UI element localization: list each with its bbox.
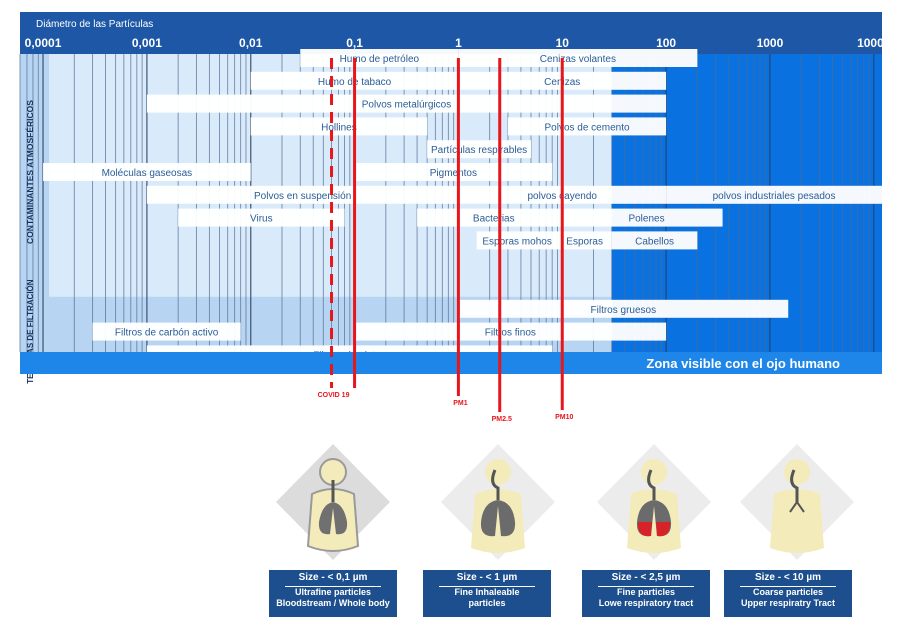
card-line: Fine Inhaleable: [454, 587, 520, 597]
bar-label: Filtros gruesos: [591, 305, 657, 316]
bottom-band: [20, 352, 882, 374]
range-bar: [43, 163, 251, 181]
card-coarse: Size - < 10 µm Coarse particles Upper re…: [724, 567, 852, 617]
group-label: CONTAMINANTES ATMOSFÉRICOS: [25, 100, 35, 244]
group-label: TECNICAS DE FILTRACIÓN: [26, 279, 35, 384]
card-line: Lowe respiratory tract: [598, 598, 694, 608]
range-bar: [354, 163, 553, 181]
bar-label: Cabellos: [635, 236, 674, 247]
marker-label: PM10: [555, 414, 573, 421]
card-size: Size - < 10 µm: [740, 570, 836, 587]
range-bar: [557, 231, 612, 250]
bar-label: Polvos en suspensión: [254, 191, 351, 202]
bar-label: Moléculas gaseosas: [102, 168, 193, 179]
card-fine-inhaleable: Size - < 1 µm Fine Inhaleable particles: [423, 567, 551, 617]
x-tick-label: 0,001: [132, 36, 162, 50]
range-bar: [611, 231, 698, 250]
bar-label: Bacterias: [473, 214, 515, 225]
chart-title: Diámetro de las Partículas: [36, 19, 153, 30]
visible-zone-label: Zona visible con el ojo humano: [646, 356, 840, 371]
bar-label: Filtros finos: [485, 328, 536, 339]
x-tick-label: 1: [455, 36, 462, 50]
bar-label: Virus: [250, 214, 273, 225]
range-bar: [458, 49, 698, 67]
bar-label: Hollines: [321, 122, 357, 133]
bar-label: Filtros de carbón activo: [115, 328, 219, 339]
card-size: Size - < 2,5 µm: [598, 570, 694, 587]
x-tick-label: 1000: [757, 36, 784, 50]
card-size: Size - < 1 µm: [439, 570, 535, 587]
chart-header: [20, 12, 882, 54]
card-line: Bloodstream / Whole body: [276, 598, 390, 608]
x-tick-label: 0,0001: [25, 36, 62, 50]
card-line: Coarse particles: [752, 587, 824, 597]
bar-label: Partículas respirables: [431, 145, 527, 156]
marker-label: PM1: [453, 400, 468, 407]
range-bar: [417, 208, 571, 227]
x-tick-label: 10000: [857, 36, 891, 50]
particle-size-chart: Diámetro de las Partículas 0,0001 0,001 0,0…: [19, 12, 891, 423]
lungs-icon: [437, 440, 559, 564]
range-bar: [427, 140, 531, 159]
range-bar: [146, 185, 459, 204]
card-line: Ultrafine particles: [294, 587, 372, 597]
bar-label: Polenes: [628, 214, 664, 225]
bar-label: Polvos de cemento: [544, 122, 629, 133]
card-line: Fine particles: [616, 587, 676, 597]
range-bar: [178, 208, 345, 227]
card-fine-particles: Size - < 2,5 µm Fine particles Lowe resp…: [582, 567, 710, 617]
range-bar: [570, 208, 723, 227]
bar-label: Esporas mohos: [482, 236, 551, 247]
range-bar: [507, 117, 667, 136]
group-label-column: [20, 54, 50, 352]
card-size: Size - < 0,1 µm: [285, 570, 381, 587]
x-tick-label: 0,01: [239, 36, 263, 50]
range-bar: [300, 49, 459, 67]
card-line: particles: [468, 598, 506, 608]
range-bar: [476, 231, 558, 250]
range-bar: [250, 117, 428, 136]
marker-label: COVID 19: [318, 392, 350, 399]
x-tick-label: 10: [556, 36, 570, 50]
bar-label: Polvos metalúrgicos: [362, 100, 451, 111]
x-tick-label: 0,1: [346, 36, 363, 50]
x-tick-label: 100: [656, 36, 676, 50]
card-line: Upper respiratry Tract: [740, 598, 836, 608]
range-bar: [458, 299, 789, 318]
bar-label: Cenizas volantes: [540, 54, 616, 65]
marker-label: PM2.5: [492, 416, 512, 423]
range-bar: [666, 185, 882, 204]
card-ultrafine: Size - < 0,1 µm Ultrafine particles Bloo…: [269, 567, 397, 617]
body-silhouette-icon: [272, 440, 394, 564]
bar-label: polvos industriales pesados: [713, 191, 836, 202]
range-bar: [92, 322, 241, 341]
range-bar: [354, 322, 667, 341]
bar-label: Esporas: [566, 236, 603, 247]
lower-lungs-icon: [593, 440, 715, 564]
bar-label: Pigmentos: [430, 168, 477, 179]
chart-svg: Diámetro de las Partículas 0,0001 0,001 0,0…: [19, 12, 891, 423]
range-bar: [146, 94, 667, 113]
upper-airway-icon: [736, 440, 858, 564]
bar-label: Humo de petróleo: [340, 54, 420, 65]
